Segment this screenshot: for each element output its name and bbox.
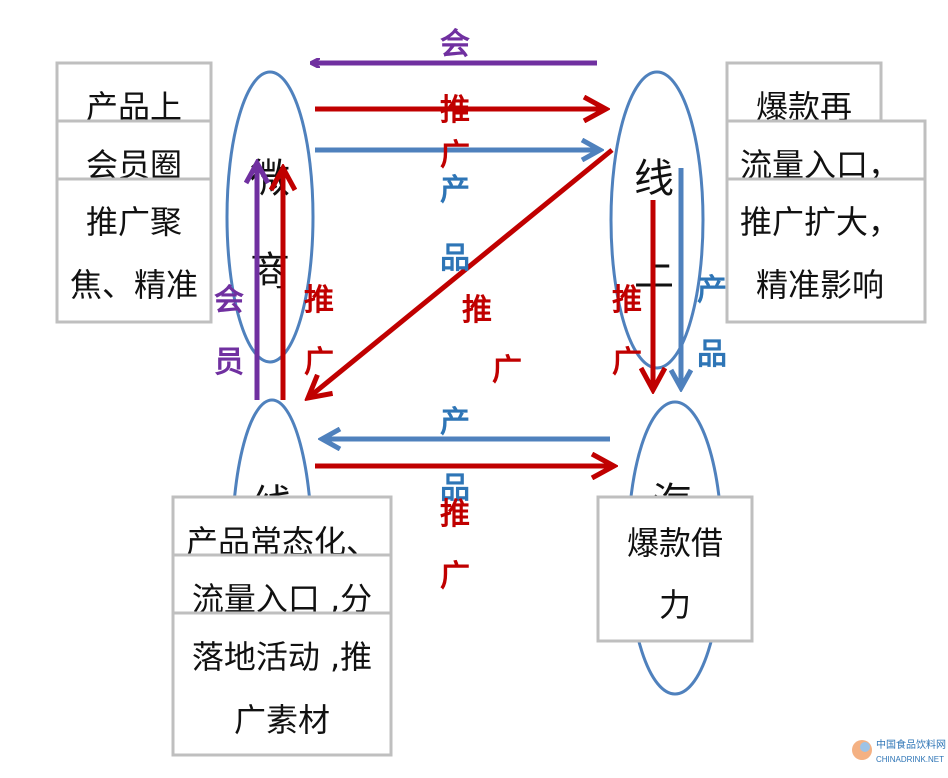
label-bottom-promo-1: 推 (440, 497, 470, 532)
label-bottom-product-1: 产 (440, 405, 470, 440)
arrow-promo-diagonal (308, 148, 614, 398)
label-top-product-1: 产 (440, 173, 470, 208)
label-left-member-1: 会 (214, 283, 244, 318)
label-diag-promo-1: 推 (462, 293, 492, 328)
left-box-line-4: 焦、精准 (70, 266, 198, 304)
label-right-product-1: 产 (697, 273, 727, 308)
label-bottom-promo-2: 广 (440, 559, 470, 594)
bottom-right-box-line-2: 力 (659, 586, 691, 624)
node-xianshang-char-1: 线 (634, 156, 674, 202)
label-right-promo-2: 广 (612, 345, 642, 380)
bottom-info-box: 产品常态化、 流量入口 ,分 落地活动 ,推 广素材 (171, 495, 393, 757)
label-bottom-product-2: 品 (440, 471, 470, 506)
left-box-line-3: 推广聚 (86, 203, 182, 241)
label-left-member-2: 员 (214, 345, 244, 380)
label-left-promo-2: 广 (304, 345, 334, 380)
label-top-promo-1: 推 (440, 93, 470, 128)
logo-text-en: CHINADRINK.NET (876, 755, 944, 764)
right-info-box: 爆款再 流量入口， 推广扩大， 精准影响 (725, 61, 927, 324)
logo-text-cn: 中国食品饮料网 (876, 738, 946, 751)
label-diag-promo-2: 广 (492, 353, 522, 388)
label-top-promo-2: 广 (440, 138, 470, 173)
bottom-box-line-4: 广素材 (234, 701, 330, 739)
bottom-box-line-3: 落地活动 ,推 (192, 638, 372, 676)
left-info-box: 产品上 会员圈 推广聚 焦、精准 (55, 61, 213, 324)
bottom-right-info-box: 爆款借 力 (596, 495, 754, 643)
label-right-product-2: 品 (697, 337, 727, 372)
label-top-member: 会 (440, 27, 470, 62)
right-box-line-3: 推广扩大， (740, 203, 900, 241)
bottom-right-box-line-1: 爆款借 (627, 524, 723, 562)
node-xianshang-ellipse (609, 70, 705, 370)
label-left-promo-1: 推 (304, 283, 334, 318)
node-weishang-ellipse (225, 70, 315, 364)
label-top-product-2: 品 (440, 241, 470, 276)
right-box-line-4: 精准影响 (756, 266, 884, 304)
chinadrink-logo: 中国食品饮料网 CHINADRINK.NET (852, 738, 946, 764)
label-right-promo-1: 推 (612, 283, 642, 318)
